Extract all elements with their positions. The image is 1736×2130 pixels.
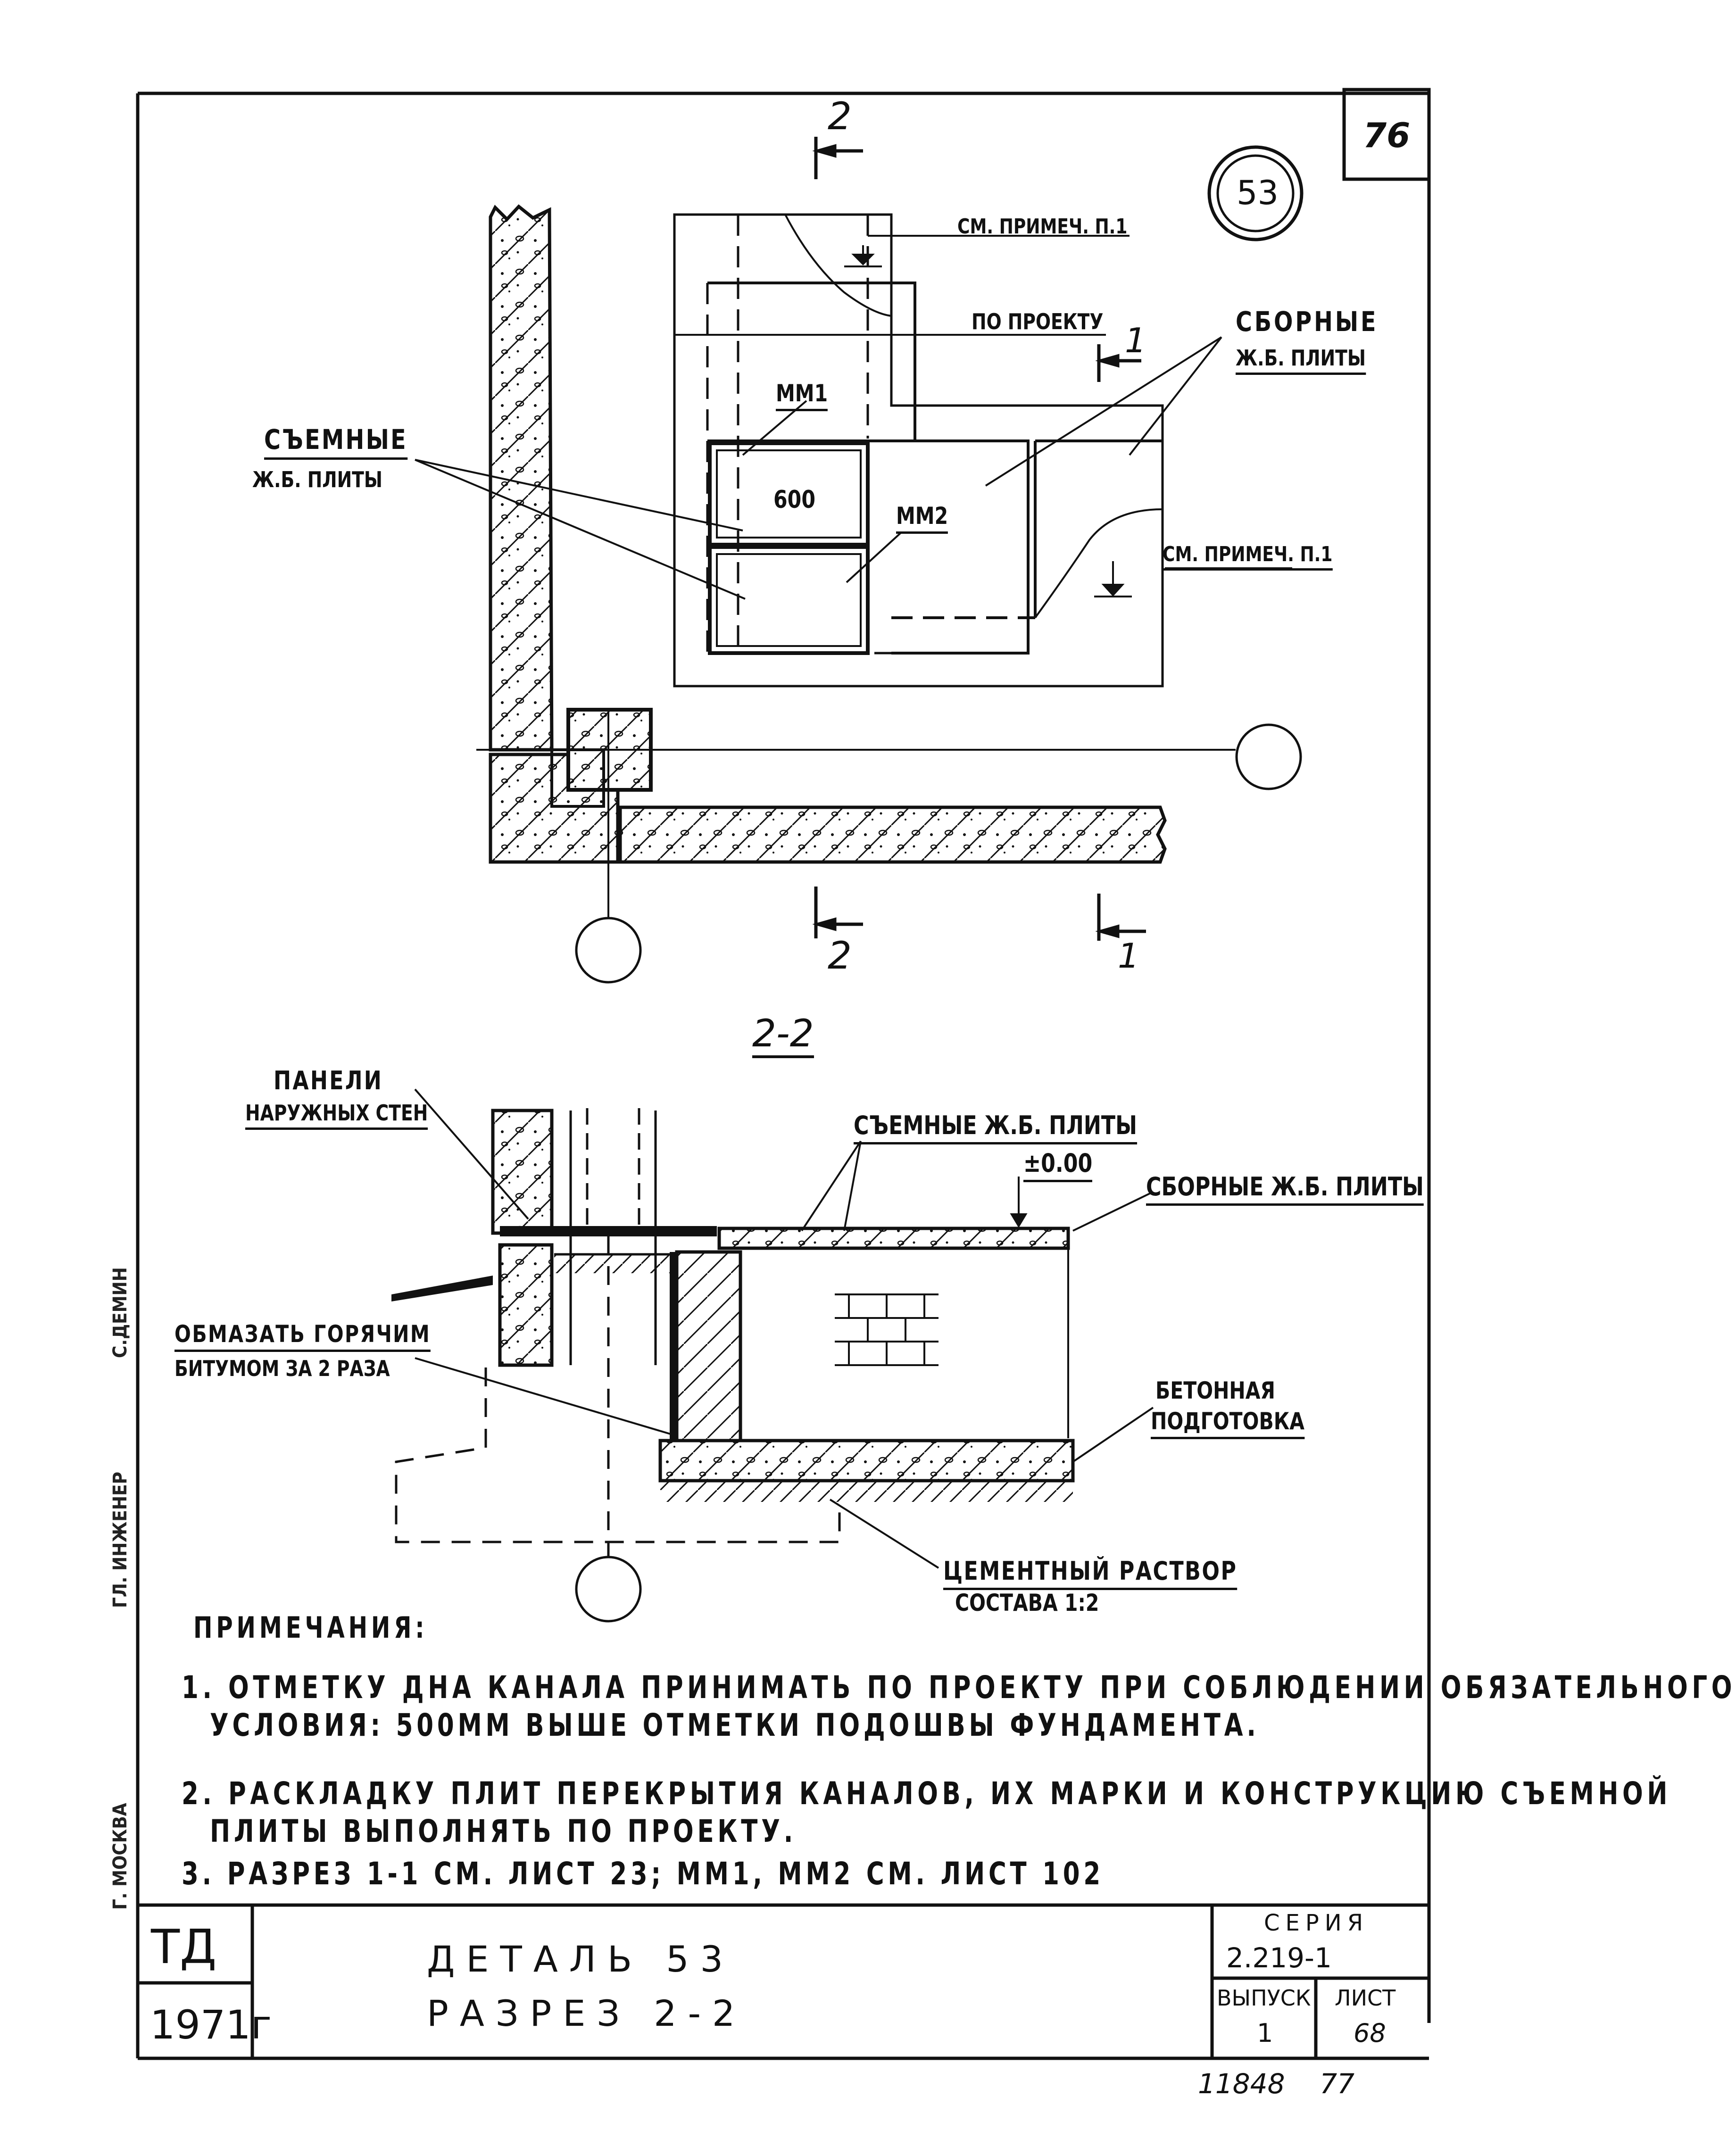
mortar-label: ЦЕМЕНТНЫЙ РАСТВОР [943,1556,1238,1590]
section-wall-panel [491,1109,554,1367]
mm1-label: ММ1 [776,380,828,411]
coat-label: ОБМАЗАТЬ ГОРЯЧИМ [174,1320,431,1352]
margin-stamp-city: Г. МОСКВА [109,1803,131,1910]
sheet-value: 68 [1354,2018,1386,2048]
panels-label: ПАНЕЛИ [274,1066,383,1095]
note-2-line-1: 2. РАСКЛАДКУ ПЛИТ ПЕРЕКРЫТИЯ КАНАЛОВ, ИХ… [182,1775,1671,1812]
section-label-1-right: 1 [1125,321,1146,360]
precast-slabs-section-label: СБОРНЫЕ Ж.Б. ПЛИТЫ [1146,1172,1424,1206]
note-1-line-1: 1. ОТМЕТКУ ДНА КАНАЛА ПРИНИМАТЬ ПО ПРОЕК… [182,1669,1736,1706]
section-foundation-outline [395,1235,841,1561]
drawing-sheet [136,88,1431,2060]
removable-slabs-label-2: Ж.Б. ПЛИТЫ [252,467,382,492]
plan-axes [476,334,1236,917]
level-marker-top [844,245,882,267]
section-floor-slab [500,1226,1070,1250]
section-label-1-bottom: 1 [1118,936,1139,976]
note-3: 3. РАЗРЕЗ 1-1 СМ. ЛИСТ 23; ММ1, ММ2 СМ. … [182,1856,1105,1892]
axis-bubble-bottom [575,917,642,984]
dim-600: 600 [773,486,816,514]
precast-slabs-label-2: Ж.Б. ПЛИТЫ [1236,345,1366,375]
concrete-prep-label: БЕТОННАЯ [1155,1377,1276,1404]
drawing-title-line-2: РАЗРЕЗ 2-2 [427,1992,747,2034]
margin-stamp-name: С.ДЕМИН [109,1267,131,1358]
section-leaders [414,1088,1154,1569]
section-channel-wall [670,1250,742,1442]
issue-value: 1 [1257,2018,1273,2048]
mm2-label: ММ2 [896,502,948,534]
section-channel-interior [835,1250,1069,1438]
mortar-label-2: СОСТАВА 1:2 [955,1589,1099,1616]
concrete-prep-label-2: ПОДГОТОВКА [1151,1408,1304,1439]
panels-label-2: НАРУЖНЫХ СТЕН [245,1100,428,1130]
plan-precast-slabs [707,214,1163,655]
removable-slabs-label: СЪЕМНЫЕ [264,423,407,460]
level-label: ±0.00 [1023,1148,1093,1182]
axis-bubble-right [1235,723,1302,790]
note-2-line-2: ПЛИТЫ ВЫПОЛНЯТЬ ПО ПРОЕКТУ. [210,1813,797,1849]
series-value: 2.219-1 [1226,1942,1332,1974]
bottom-numbers: 11848 77 [1198,2068,1355,2100]
note-1-line-2: УСЛОВИЯ: 500ММ ВЫШЕ ОТМЕТКИ ПОДОШВЫ ФУНД… [210,1707,1260,1743]
section-ground [391,1253,670,1301]
sheet-label: ЛИСТ [1335,1985,1396,2011]
by-project-label: ПО ПРОЕКТУ [972,309,1104,334]
notes-heading: ПРИМЕЧАНИЯ: [193,1610,428,1645]
section-label-2-bottom: 2 [828,934,852,978]
section-title: 2-2 [752,1011,814,1058]
section-concrete-prep [658,1439,1075,1502]
see-note-top: СМ. ПРИМЕЧ. П.1 [957,215,1128,239]
drawing-title-line-1: ДЕТАЛЬ 53 [427,1938,734,1980]
title-block-frame [138,1903,1429,2058]
margin-stamp-engineer: ГЛ. ИНЖЕНЕР [109,1472,131,1608]
year-label: 1971г [150,2002,272,2048]
axis-bubble-section [575,1556,642,1623]
org-label: ТД [151,1919,217,1974]
sheet-frame [136,90,1431,2060]
removable-slabs-section-label: СЪЕМНЫЕ Ж.Б. ПЛИТЫ [854,1111,1138,1144]
section-cut-1-right [1095,344,1141,382]
detail-marker [1207,145,1304,241]
section-column [569,1108,657,1365]
detail-marker-number: 53 [1237,174,1279,212]
series-label: СЕРИЯ [1264,1910,1369,1936]
section-cut-2-top [812,137,863,179]
corner-box [1342,88,1431,181]
issue-label: ВЫПУСК [1217,1985,1311,2011]
section-label-2-top: 2 [828,94,852,138]
level-marker-right [1094,561,1132,597]
coat-label-2: БИТУМОМ ЗА 2 РАЗА [174,1356,390,1381]
section-cut-2-bottom [812,887,863,938]
precast-slabs-label: СБОРНЫЕ [1236,306,1379,338]
plan-removable-slabs [708,441,870,655]
see-note-right: СМ. ПРИМЕЧ. П.1 [1163,542,1333,571]
section-cut-1-bottom [1095,894,1146,941]
corner-number: 76 [1363,116,1411,155]
